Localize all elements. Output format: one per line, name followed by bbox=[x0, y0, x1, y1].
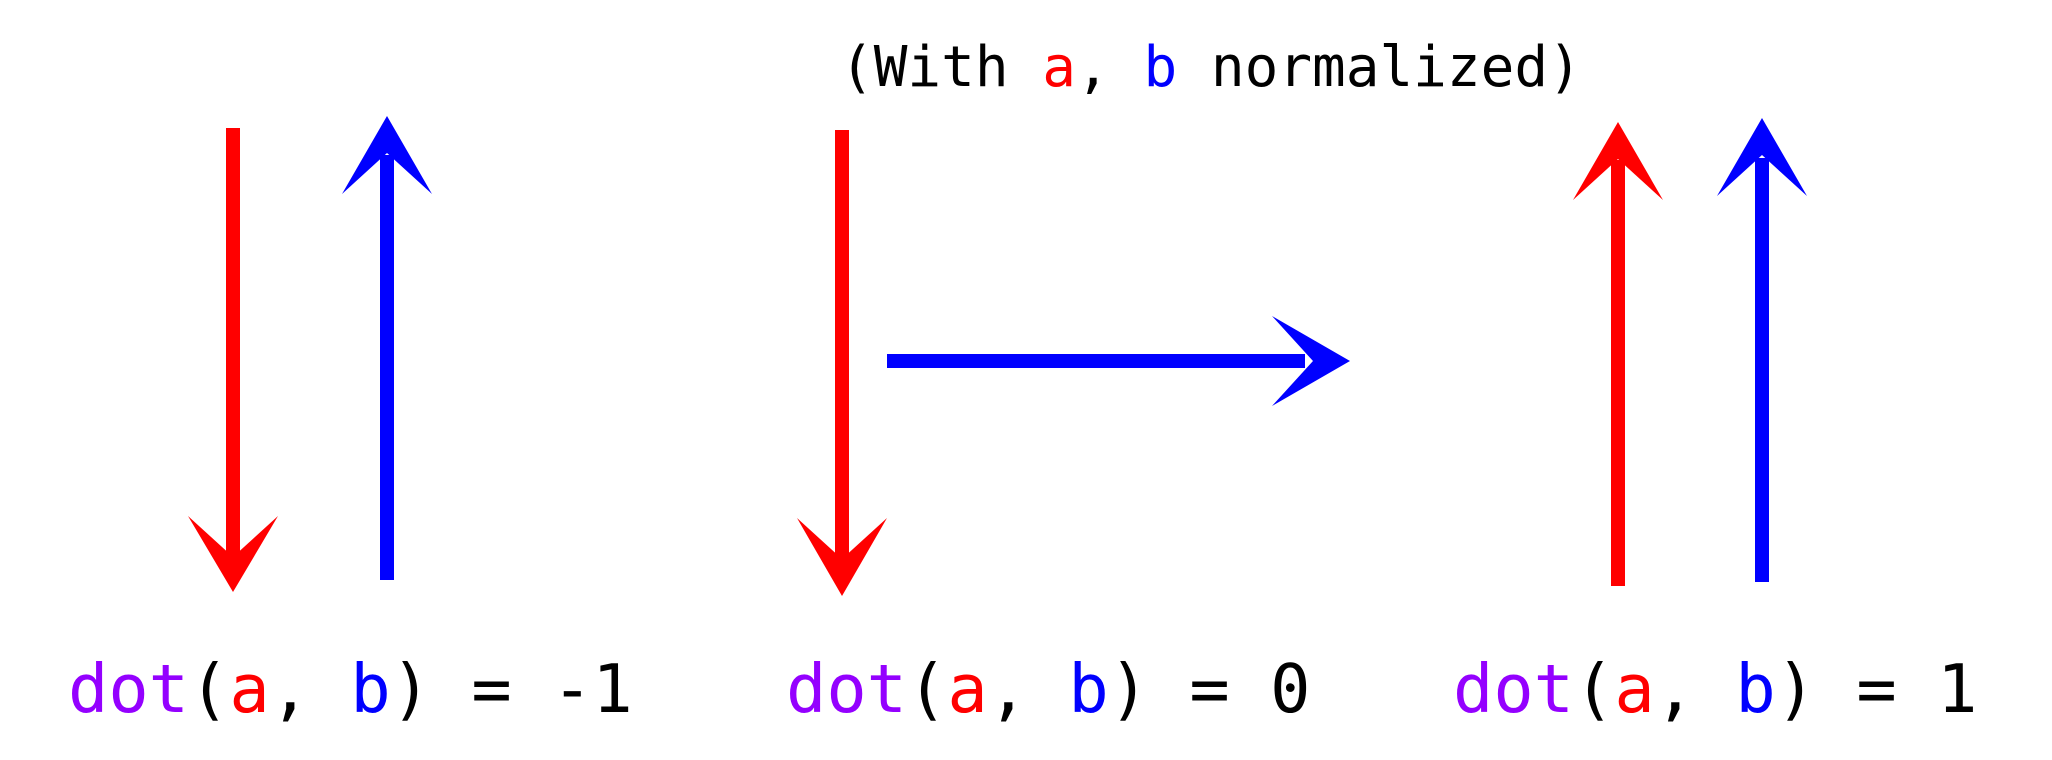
panel-3-open-paren: ( bbox=[1574, 650, 1615, 728]
panel-3-formula: dot(a, b) = 1 bbox=[1453, 656, 2052, 723]
panel-1-a-symbol: a bbox=[229, 650, 270, 728]
title-separator: , bbox=[1076, 35, 1144, 100]
panel-2-close-paren: ) bbox=[1108, 650, 1150, 728]
panel-2-equals: = bbox=[1149, 650, 1271, 728]
panel-3-a-symbol: a bbox=[1614, 650, 1655, 728]
panel-2-fn: dot bbox=[786, 650, 908, 728]
panel-1-equals: = bbox=[431, 650, 553, 728]
panel-1-formula: dot(a, b) = -1 bbox=[68, 656, 708, 723]
panel-3-separator: , bbox=[1654, 650, 1736, 728]
title-prefix: (With bbox=[840, 35, 1043, 100]
panel-3-equals: = bbox=[1816, 650, 1938, 728]
panel-1-separator: , bbox=[269, 650, 351, 728]
panel-2-vector-b-arrow bbox=[887, 316, 1350, 406]
panel-1-open-paren: ( bbox=[189, 650, 230, 728]
panel-3-close-paren: ) bbox=[1775, 650, 1817, 728]
panel-3-b-symbol: b bbox=[1735, 650, 1776, 728]
title-suffix: normalized) bbox=[1177, 35, 1582, 100]
panel-3-vector-b-arrow bbox=[1717, 118, 1807, 582]
panel-2-formula: dot(a, b) = 0 bbox=[786, 656, 1426, 723]
panel-2-a-symbol: a bbox=[947, 650, 988, 728]
panel-2-open-paren: ( bbox=[907, 650, 948, 728]
title-b-symbol: b bbox=[1143, 35, 1178, 100]
panel-2-vector-a-arrow bbox=[797, 130, 887, 596]
panel-2-b-symbol: b bbox=[1068, 650, 1109, 728]
panel-3-value: 1 bbox=[1937, 650, 1978, 728]
panel-1-fn: dot bbox=[68, 650, 190, 728]
panel-1-vector-b-arrow bbox=[342, 116, 432, 580]
panel-2-value: 0 bbox=[1270, 650, 1311, 728]
panel-3-vector-a-arrow bbox=[1573, 122, 1663, 586]
panel-1-vector-a-arrow bbox=[188, 128, 278, 592]
panel-1-close-paren: ) bbox=[390, 650, 432, 728]
panel-1-vectors bbox=[188, 116, 432, 592]
diagram-title: (With a, b normalized) bbox=[840, 40, 1582, 96]
panel-1-b-symbol: b bbox=[350, 650, 391, 728]
panel-2-separator: , bbox=[987, 650, 1069, 728]
panel-2-vectors bbox=[797, 130, 1350, 596]
panel-3-vectors bbox=[1573, 118, 1807, 586]
title-a-symbol: a bbox=[1042, 35, 1077, 100]
panel-3-fn: dot bbox=[1453, 650, 1575, 728]
panel-1-value: -1 bbox=[552, 650, 633, 728]
